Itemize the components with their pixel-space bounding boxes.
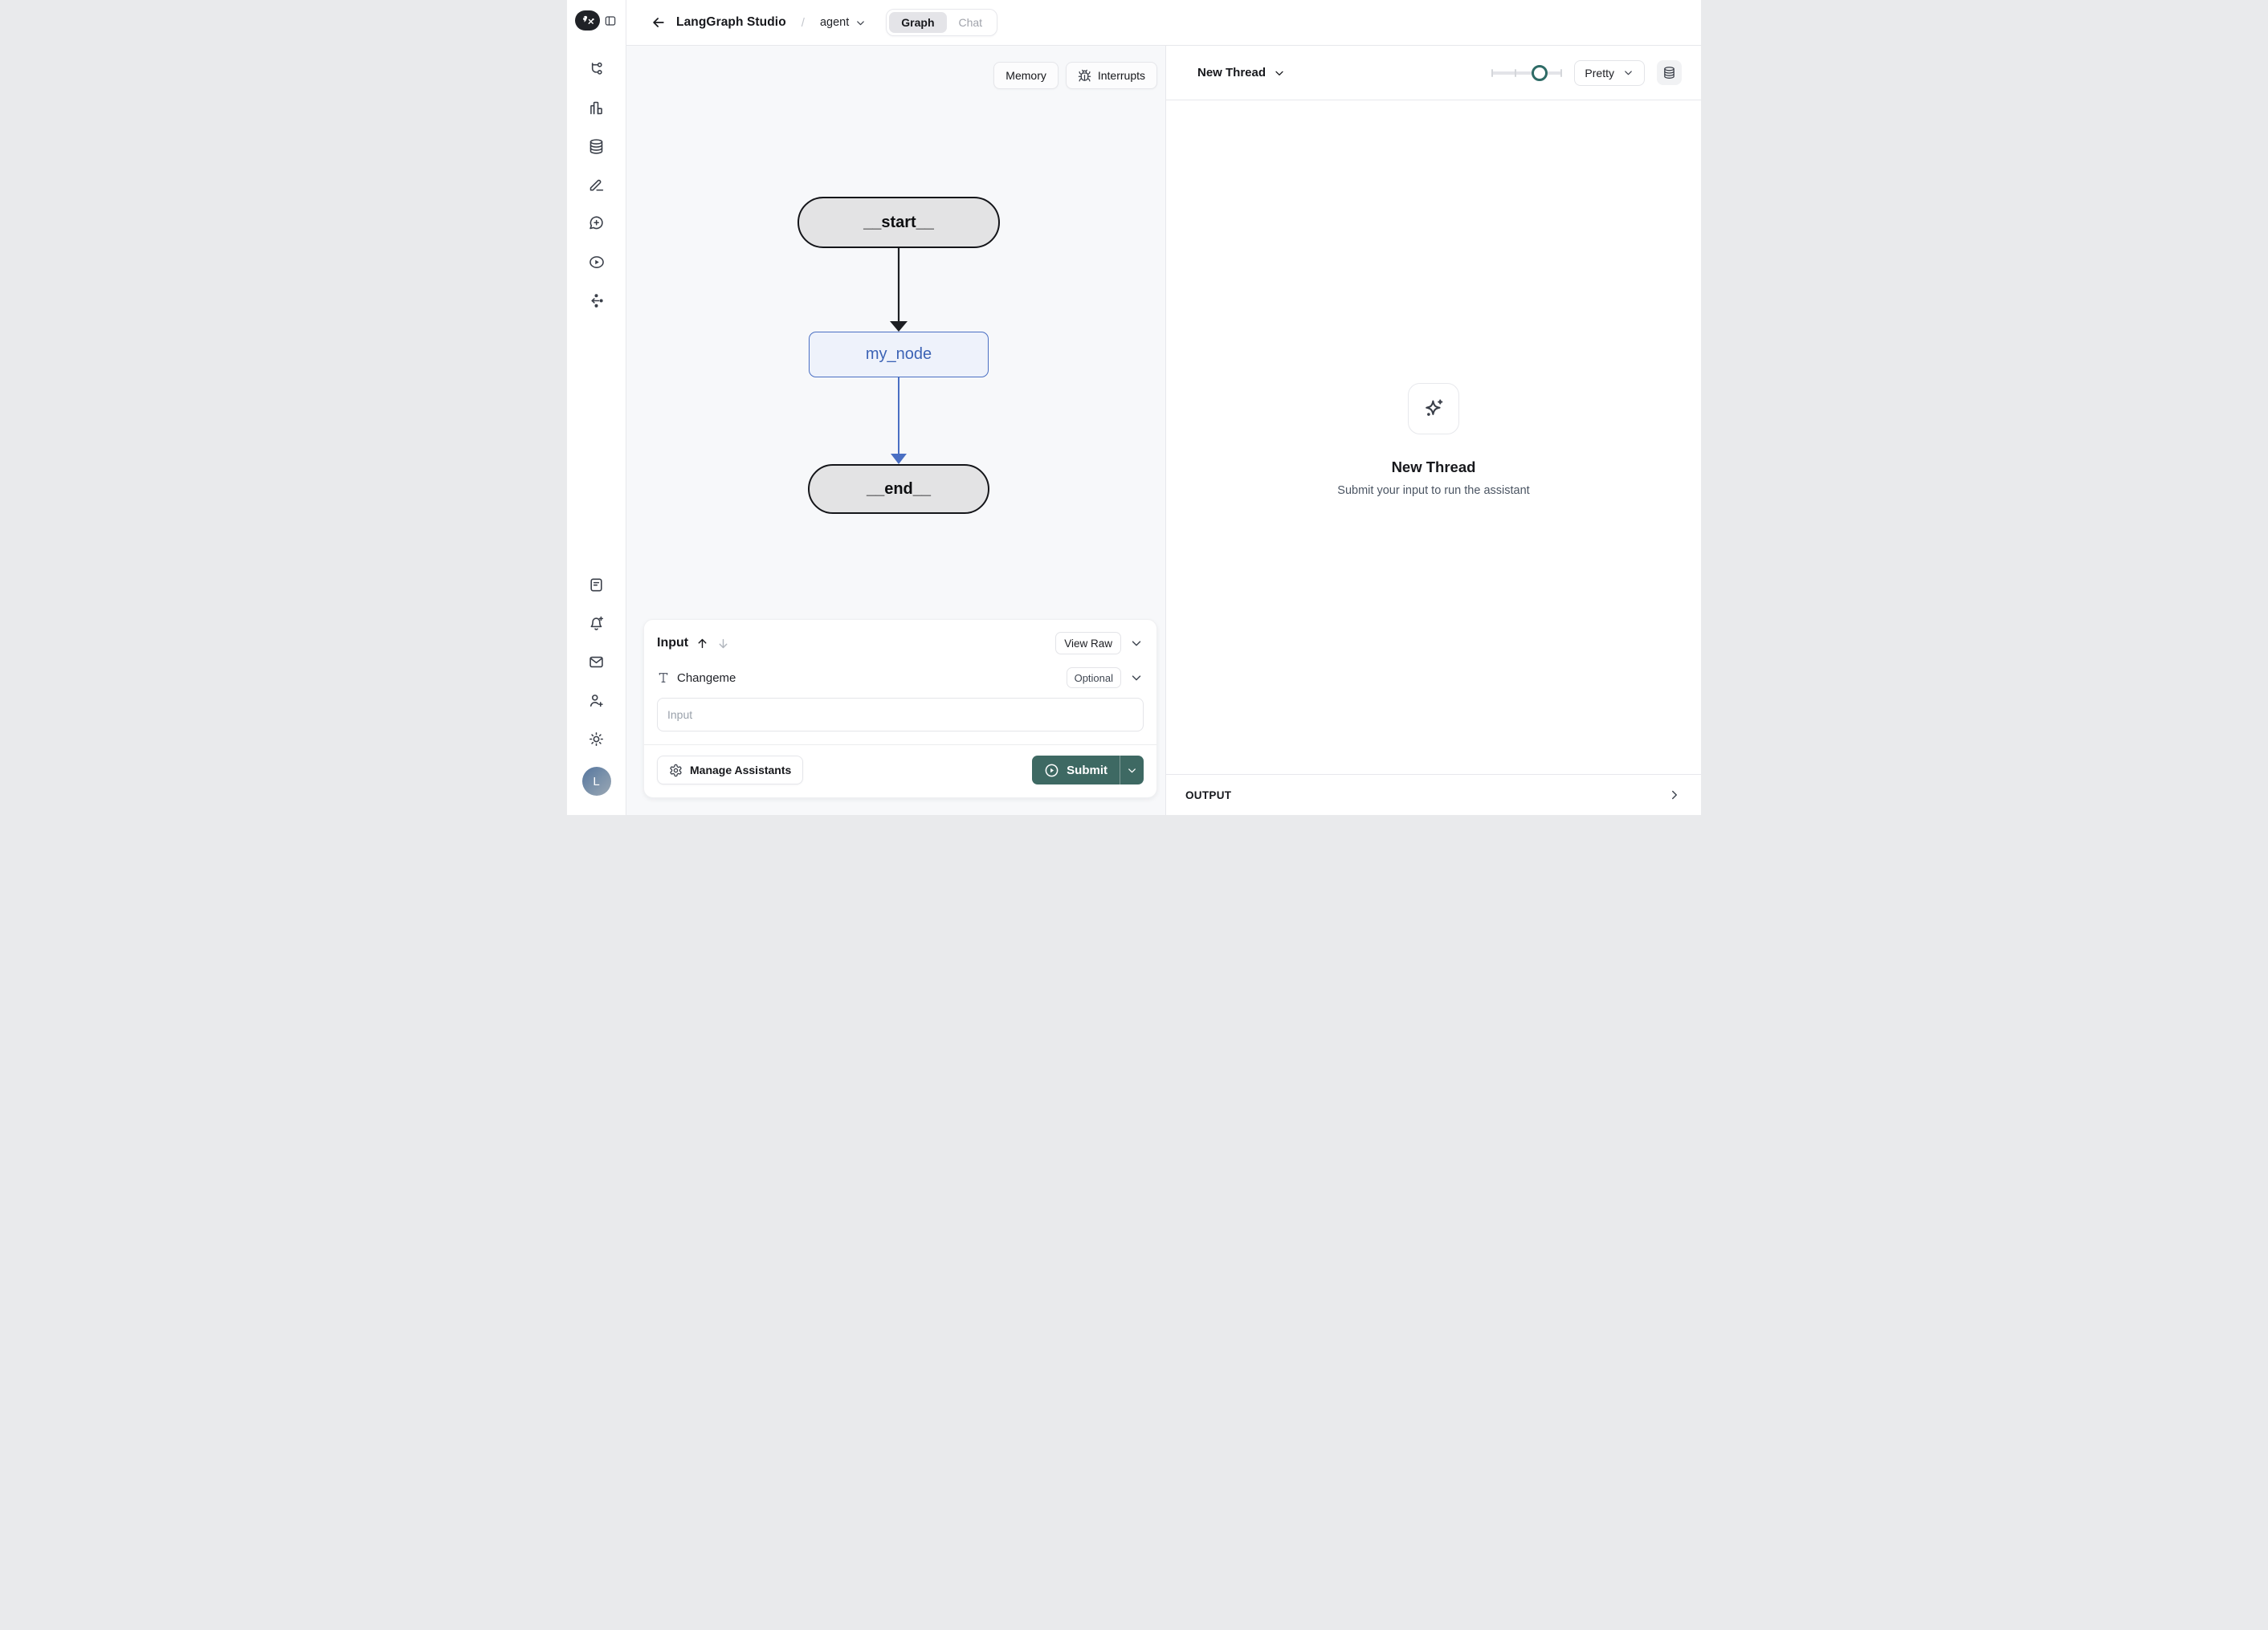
notes-icon[interactable] [583, 571, 610, 598]
input-collapse-chevron-icon[interactable] [1129, 636, 1144, 650]
thread-panel: New Thread Pretty [1165, 46, 1701, 815]
chevron-down-icon [1625, 71, 1632, 75]
view-mode-tabs: Graph Chat [886, 9, 998, 36]
input-card: Input View Raw Changeme Optional [643, 619, 1157, 798]
project-name: agent [819, 16, 850, 29]
interrupts-button-label: Interrupts [1097, 69, 1145, 82]
render-mode-select[interactable]: Pretty [1574, 59, 1645, 86]
play-circle-icon[interactable] [583, 248, 610, 275]
sun-icon[interactable] [583, 725, 610, 752]
field-label: Changeme [677, 670, 736, 685]
interrupts-button[interactable]: Interrupts [1065, 62, 1157, 89]
thread-selector[interactable]: New Thread [1197, 66, 1286, 79]
page-title: LangGraph Studio [676, 15, 786, 29]
manage-assistants-button[interactable]: Manage Assistants [657, 756, 804, 784]
empty-state-title: New Thread [1391, 458, 1476, 475]
bell-plus-icon[interactable] [583, 609, 610, 637]
thread-panel-header: New Thread Pretty [1166, 46, 1701, 100]
chevron-right-icon[interactable] [1667, 788, 1682, 802]
tab-chat[interactable]: Chat [958, 16, 983, 29]
left-rail: L [567, 0, 626, 815]
view-raw-button[interactable]: View Raw [1055, 632, 1121, 654]
arrow-up-icon[interactable] [695, 637, 709, 650]
output-label: OUTPUT [1185, 789, 1232, 801]
message-plus-icon[interactable] [583, 209, 610, 236]
tab-graph[interactable]: Graph [889, 12, 947, 33]
mail-icon[interactable] [583, 648, 610, 675]
empty-thread-state: New Thread Submit your input to run the … [1166, 383, 1701, 497]
memory-button-label: Memory [1006, 69, 1046, 82]
chevron-down-icon [857, 20, 865, 25]
optional-badge[interactable]: Optional [1066, 667, 1121, 688]
database-icon[interactable] [583, 132, 610, 160]
bar-chart-icon[interactable] [583, 94, 610, 121]
submit-button[interactable]: Submit [1032, 756, 1120, 784]
breadcrumb-separator: / [801, 15, 805, 30]
play-circle-icon [1045, 764, 1059, 776]
sparkles-icon-box [1408, 383, 1459, 434]
manage-assistants-label: Manage Assistants [690, 764, 792, 776]
share-icon[interactable] [583, 287, 610, 314]
slider-handle[interactable] [1532, 64, 1548, 81]
arrow-down-icon[interactable] [716, 637, 730, 650]
pencil-icon[interactable] [583, 170, 610, 198]
bug-icon [1078, 69, 1091, 82]
graph-node-start[interactable]: __start__ [797, 197, 1000, 248]
slider-tick [1560, 68, 1563, 77]
slider-track[interactable] [1491, 71, 1563, 75]
card-divider [644, 744, 1156, 745]
graph-node-end[interactable]: __end__ [808, 464, 989, 514]
submit-options-chevron-icon[interactable] [1120, 756, 1144, 784]
graph-node-my-node[interactable]: my_node [809, 332, 989, 377]
output-bar[interactable]: OUTPUT [1166, 774, 1701, 815]
input-field[interactable] [657, 698, 1144, 731]
submit-split-button: Submit [1032, 756, 1144, 784]
chevron-down-icon [1275, 71, 1283, 75]
gear-icon [670, 764, 682, 776]
top-header: LangGraph Studio / agent Graph Chat [626, 0, 1701, 46]
slider-tick [1491, 68, 1494, 77]
submit-label: Submit [1067, 763, 1107, 777]
graph-canvas[interactable]: Memory Interrupts __start__ my_node __en… [626, 46, 1165, 815]
avatar[interactable]: L [581, 767, 611, 796]
detail-slider[interactable] [1491, 64, 1563, 81]
langgraph-studio-app: L LangGraph Studio / agent Graph Chat Me… [567, 0, 1701, 815]
sparkles-icon [1426, 399, 1443, 416]
field-collapse-chevron-icon[interactable] [1129, 670, 1144, 685]
state-database-button[interactable] [1657, 60, 1682, 85]
user-plus-icon[interactable] [583, 687, 610, 714]
project-selector[interactable]: agent [820, 16, 867, 29]
render-mode-value: Pretty [1585, 66, 1614, 79]
thread-title: New Thread [1197, 66, 1267, 79]
canvas-actions: Memory Interrupts [993, 62, 1157, 89]
langchain-logo [575, 10, 600, 31]
empty-state-subtitle: Submit your input to run the assistant [1337, 484, 1530, 497]
slider-tick [1515, 68, 1517, 77]
panel-left-icon[interactable] [604, 14, 617, 27]
memory-button[interactable]: Memory [993, 62, 1059, 89]
workflow-icon[interactable] [583, 55, 610, 82]
database-icon [1664, 67, 1674, 79]
input-panel-title: Input [657, 636, 689, 650]
text-type-icon [657, 671, 670, 684]
back-arrow-icon[interactable] [651, 14, 667, 31]
